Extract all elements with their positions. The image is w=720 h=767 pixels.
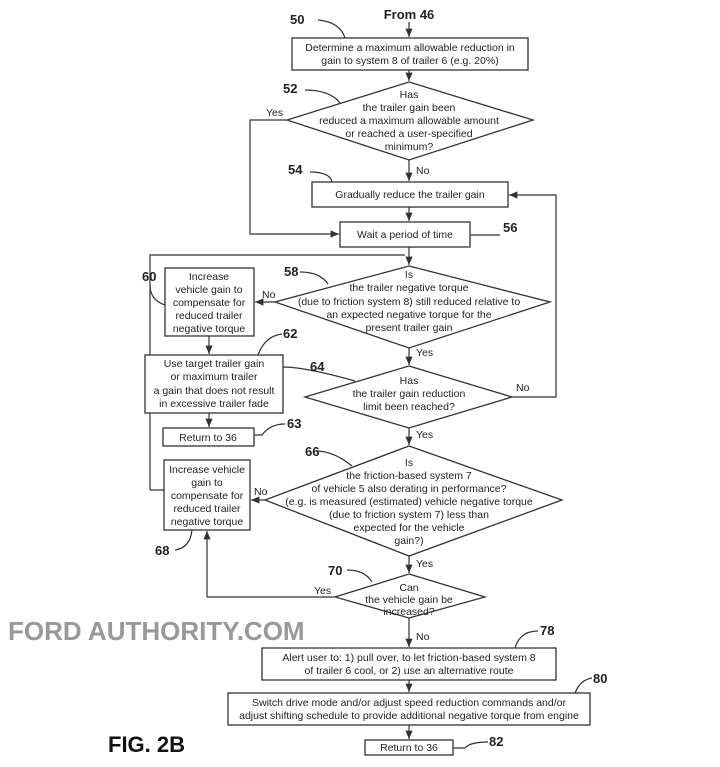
step-80-box: Switch drive mode and/or adjust speed re… [227, 692, 591, 726]
svg-text:negative torque: negative torque [171, 516, 244, 528]
svg-text:Return to 36: Return to 36 [179, 432, 237, 444]
ref-50: 50 [290, 12, 304, 27]
yes-58: Yes [416, 347, 433, 359]
from-46-label: From 46 [384, 7, 435, 22]
ref-56: 56 [503, 220, 517, 235]
svg-text:the trailer gain reduction: the trailer gain reduction [353, 388, 466, 400]
svg-text:of vehicle 5 also derating in: of vehicle 5 also derating in performanc… [312, 483, 507, 495]
svg-text:limit been reached?: limit been reached? [363, 401, 455, 413]
svg-text:expected for the vehicle: expected for the vehicle [354, 522, 465, 534]
svg-text:(due to friction system 8) sti: (due to friction system 8) still reduced… [298, 296, 521, 308]
no-58: No [262, 289, 276, 301]
ref-68: 68 [155, 543, 169, 558]
svg-text:Gradually reduce the trailer g: Gradually reduce the trailer gain [335, 189, 485, 201]
svg-text:Increase: Increase [189, 271, 229, 283]
no-52: No [416, 165, 430, 177]
step-54-box: Gradually reduce the trailer gain [311, 181, 509, 208]
svg-text:minimum?: minimum? [385, 141, 434, 153]
ref-70: 70 [328, 563, 342, 578]
svg-text:or reached a user-specified: or reached a user-specified [345, 128, 472, 140]
svg-text:gain?): gain?) [394, 535, 423, 547]
svg-text:reduced trailer: reduced trailer [173, 503, 241, 515]
svg-text:adjust shifting schedule to pr: adjust shifting schedule to provide addi… [239, 710, 579, 722]
ref-58: 58 [284, 264, 298, 279]
ref-82: 82 [489, 734, 503, 749]
svg-text:Has: Has [400, 89, 419, 101]
ref-80: 80 [593, 671, 607, 686]
svg-text:Is: Is [405, 457, 413, 469]
svg-text:vehicle gain to: vehicle gain to [175, 284, 242, 296]
svg-text:present trailer gain: present trailer gain [366, 322, 453, 334]
yes-64: Yes [416, 429, 433, 441]
svg-text:Increase vehicle: Increase vehicle [169, 464, 245, 476]
step-63-return: Return to 36 [162, 427, 255, 447]
svg-text:the trailer negative torque: the trailer negative torque [349, 282, 468, 294]
ref-60: 60 [142, 269, 156, 284]
svg-text:compensate for: compensate for [173, 297, 246, 309]
svg-text:(e.g. is measured (estimated): (e.g. is measured (estimated) vehicle ne… [285, 496, 533, 508]
svg-text:an expected negative torque fo: an expected negative torque for the [326, 309, 491, 321]
ref-63: 63 [287, 416, 301, 431]
no-66: No [254, 486, 268, 498]
step-82-return: Return to 36 [364, 739, 454, 756]
step-50-box: Determine a maximum allowable reduction … [291, 37, 529, 71]
svg-text:of trailer 6 cool, or 2) use a: of trailer 6 cool, or 2) use an alternat… [305, 665, 514, 677]
watermark: FORD AUTHORITY.COM [8, 616, 305, 646]
svg-text:the friction-based system 7: the friction-based system 7 [346, 470, 472, 482]
svg-text:the vehicle gain be: the vehicle gain be [365, 594, 453, 606]
no-64: No [516, 382, 530, 394]
yes-70: Yes [314, 585, 331, 597]
svg-text:gain to: gain to [191, 477, 223, 489]
svg-text:Return to 36: Return to 36 [380, 742, 438, 754]
step-56-box: Wait a period of time [339, 221, 471, 248]
yes-52: Yes [266, 107, 283, 119]
figure-label: FIG. 2B [108, 732, 185, 757]
yes-66: Yes [416, 558, 433, 570]
step-78-box: Alert user to: 1) pull over, to let fric… [261, 647, 557, 681]
ref-78: 78 [540, 623, 554, 638]
svg-text:reduced a maximum allowable am: reduced a maximum allowable amount [319, 115, 499, 127]
svg-text:compensate for: compensate for [171, 490, 244, 502]
ref-66: 66 [305, 444, 319, 459]
svg-text:reduced trailer: reduced trailer [175, 310, 243, 322]
svg-text:gain to system 8 of trailer 6: gain to system 8 of trailer 6 (e.g. 20%) [321, 55, 498, 67]
svg-text:increased?: increased? [383, 606, 435, 618]
svg-text:Determine a maximum allowable: Determine a maximum allowable reduction … [305, 42, 515, 54]
svg-text:in excessive trailer fade: in excessive trailer fade [159, 398, 269, 410]
svg-text:Has: Has [400, 375, 419, 387]
svg-text:or maximum trailer: or maximum trailer [171, 371, 258, 383]
svg-text:a gain that does not result: a gain that does not result [154, 385, 275, 397]
ref-62: 62 [283, 326, 297, 341]
svg-text:Wait a period of time: Wait a period of time [357, 229, 453, 241]
no-70: No [416, 631, 430, 643]
ref-54: 54 [288, 162, 303, 177]
svg-text:Switch drive mode and/or adjus: Switch drive mode and/or adjust speed re… [252, 697, 567, 709]
ref-64: 64 [310, 359, 325, 374]
svg-text:the trailer gain been: the trailer gain been [363, 102, 456, 114]
svg-text:Can: Can [399, 582, 418, 594]
svg-text:Is: Is [405, 269, 413, 281]
svg-text:Use target trailer gain: Use target trailer gain [164, 358, 265, 370]
svg-text:Alert user to: 1) pull over, t: Alert user to: 1) pull over, to let fric… [282, 652, 535, 664]
svg-text:(due to friction system 7) les: (due to friction system 7) less than [329, 509, 489, 521]
ref-52: 52 [283, 81, 297, 96]
svg-text:negative torque: negative torque [173, 323, 246, 335]
